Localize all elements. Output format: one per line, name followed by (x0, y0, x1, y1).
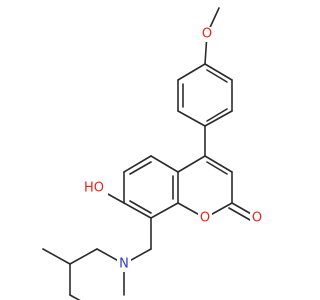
bond-c4a-c4 (177, 155, 206, 173)
bond-c7-c8 (123, 202, 152, 219)
piperidine-nitrogen-label: N (119, 257, 129, 272)
ring-o-bg (198, 211, 212, 226)
molecule-canvas: O HO O O N (42, 7, 264, 300)
nitrogen-bg (117, 257, 131, 272)
methoxy-o-bg (200, 27, 214, 42)
carbonyl-oxygen-label: O (252, 211, 262, 226)
bond-ph-inner-2 (206, 108, 228, 122)
methoxy-oxygen-label: O (202, 27, 212, 42)
bond-ph-1 (177, 63, 206, 81)
bond-c5-c6 (123, 155, 152, 173)
bond-c4-c3-inner (206, 161, 228, 175)
bond-c8-c8a (150, 202, 179, 219)
bond-ph-6 (204, 63, 233, 81)
bond-c4-c3 (204, 155, 233, 173)
carbonyl-o-bg (250, 210, 264, 225)
bond-c4p-c5p (69, 294, 81, 300)
bond-c2p-c3p (69, 248, 98, 265)
bond-c7-c8-inner (129, 200, 152, 214)
bond-c5-c6-inner (129, 161, 152, 175)
hydroxyl-label: HO (84, 181, 104, 196)
bond-ph-3 (177, 110, 206, 127)
bond-c3p-methyl (42, 248, 71, 265)
bond-ph-inner-3 (206, 69, 228, 83)
bond-c2-carbonyl-2 (228, 207, 251, 221)
bond-c4a-c5 (150, 155, 179, 173)
hydroxyl-bg (82, 180, 108, 196)
bond-ph-4 (204, 110, 233, 127)
ring-oxygen-label: O (200, 211, 210, 226)
bond-c2-carbonyl-1 (231, 202, 254, 216)
molecule-structure: O HO O O N (42, 7, 264, 300)
